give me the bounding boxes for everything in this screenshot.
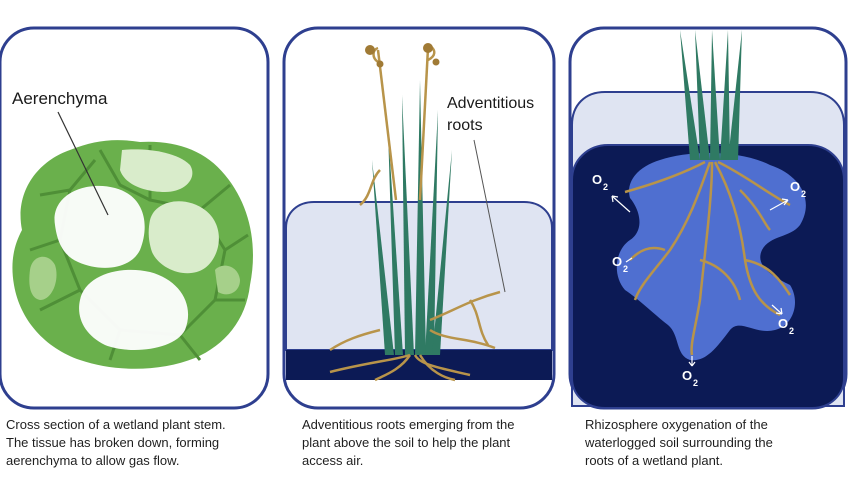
o2-label-4: O 2 <box>778 316 794 336</box>
svg-text:O: O <box>592 172 602 187</box>
oxygen-arrows <box>611 195 789 367</box>
seed-head <box>365 45 375 55</box>
svg-text:2: 2 <box>623 264 628 274</box>
svg-text:2: 2 <box>789 326 794 336</box>
caption-line: Cross section of a wetland plant stem. <box>6 417 226 432</box>
caption-line: roots of a wetland plant. <box>585 453 724 468</box>
caption-line: access air. <box>302 453 364 468</box>
caption-line: aerenchyma to allow gas flow. <box>6 453 180 468</box>
svg-text:2: 2 <box>603 182 608 192</box>
oxygenated-zone <box>616 153 806 361</box>
plant-leaves <box>372 80 452 355</box>
caption-line: plant above the soil to help the plant <box>302 435 511 450</box>
caption-line: waterlogged soil surrounding the <box>585 435 773 450</box>
air-space-3 <box>79 269 189 350</box>
svg-text:O: O <box>682 368 692 383</box>
seed-head <box>423 43 433 53</box>
o2-label-5: O 2 <box>682 368 698 388</box>
svg-text:O: O <box>778 316 788 331</box>
seed-head <box>376 60 384 68</box>
air-space-1 <box>54 185 145 268</box>
air-space-4 <box>120 149 193 192</box>
plant-leaves <box>680 30 742 160</box>
o2-label-2: O 2 <box>790 179 806 199</box>
svg-text:2: 2 <box>801 189 806 199</box>
air-space-5 <box>29 256 57 300</box>
panel-rhizosphere: O 2 O 2 O 2 O 2 O 2 <box>568 26 848 410</box>
rhizosphere-caption: Rhizosphere oxygenation of the waterlogg… <box>585 416 773 470</box>
air-space-2 <box>148 201 219 274</box>
caption-line: Adventitious roots emerging from the <box>302 417 515 432</box>
svg-text:O: O <box>612 254 622 269</box>
svg-text:O: O <box>790 179 800 194</box>
svg-text:2: 2 <box>693 378 698 388</box>
aerenchyma-leader-line <box>57 111 109 216</box>
panel-stem-cross-section: Aerenchyma <box>0 26 270 410</box>
seed-head <box>432 58 440 66</box>
adventitious-label: Adventitious <box>447 95 534 112</box>
aerenchyma-label: Aerenchyma <box>12 89 108 108</box>
plant-roots <box>624 160 792 356</box>
stem-caption: Cross section of a wetland plant stem. T… <box>6 416 226 470</box>
caption-line: Rhizosphere oxygenation of the <box>585 417 768 432</box>
air-space-6 <box>215 265 240 295</box>
caption-line: The tissue has broken down, forming <box>6 435 220 450</box>
panel-adventitious-roots: Adventitious roots <box>282 26 556 410</box>
roots-caption: Adventitious roots emerging from the pla… <box>302 416 514 470</box>
o2-label-1: O 2 <box>592 172 608 192</box>
o2-label-3: O 2 <box>612 254 628 274</box>
roots-label: roots <box>447 117 483 134</box>
plant-roots <box>329 169 501 382</box>
roots-leader-line <box>473 139 506 293</box>
